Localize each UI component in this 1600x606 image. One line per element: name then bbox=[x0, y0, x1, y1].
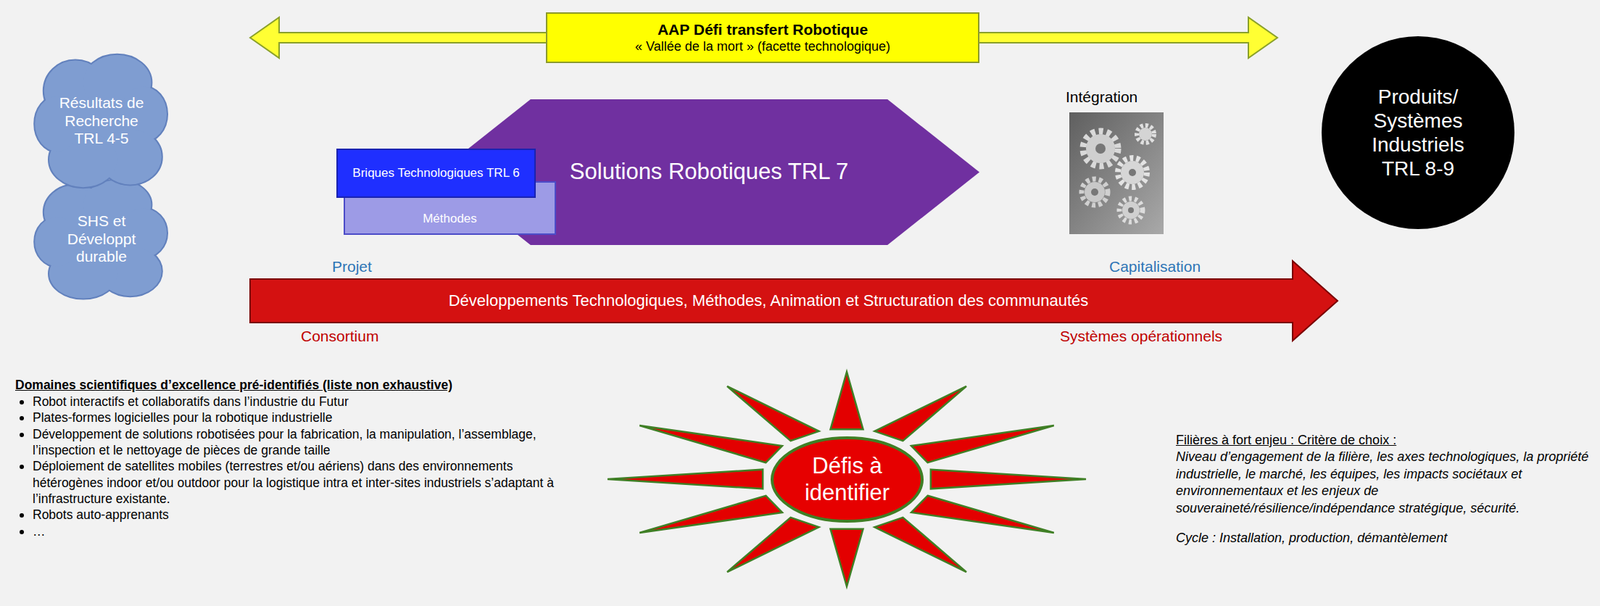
ellipse-shape bbox=[772, 437, 923, 522]
bullet-dot bbox=[19, 529, 24, 535]
node-text: Méthodes bbox=[422, 211, 478, 227]
label-text: Cycle : Installation, production, démant… bbox=[1175, 530, 1448, 546]
sun-ray bbox=[639, 425, 783, 463]
sun-ray bbox=[607, 469, 763, 490]
sun-ray bbox=[727, 386, 820, 441]
node-text: Défis à identifier bbox=[782, 453, 913, 507]
list-item: Robot interactifs et collaboratifs dans … bbox=[15, 393, 574, 410]
sun-ray bbox=[911, 495, 1055, 533]
label-text: Domaines scientifiques d’excellence pré-… bbox=[15, 377, 453, 393]
bullet-dot bbox=[19, 432, 24, 438]
stage-label: Capitalisation bbox=[1109, 258, 1201, 276]
node-text: AAP Défi transfert Robotique bbox=[657, 21, 868, 40]
node-text: Briques Technologiques TRL 6 bbox=[352, 166, 520, 181]
sun-ray bbox=[639, 495, 783, 533]
sun-ray bbox=[874, 517, 967, 572]
sun-rays bbox=[607, 371, 1086, 587]
sun-ray bbox=[830, 371, 863, 430]
list-item: … bbox=[15, 523, 574, 540]
sun-ray bbox=[874, 386, 967, 441]
challenges-ellipse: Défis à identifier bbox=[770, 436, 924, 523]
node-text: Résultats de Recherche TRL 4-5 bbox=[54, 94, 149, 148]
sun-ray bbox=[930, 469, 1086, 490]
label-text: … bbox=[32, 524, 46, 539]
products-circle-outline bbox=[1321, 36, 1515, 230]
list-item: Plates-formes logicielles pour la roboti… bbox=[15, 409, 574, 426]
label-text: Niveau d’engagement de la filière, les a… bbox=[1175, 449, 1589, 515]
node-text: Développements Technologiques, Méthodes,… bbox=[448, 291, 1089, 311]
double-arrow bbox=[250, 17, 1278, 58]
bullet-dot bbox=[19, 416, 24, 421]
label-text: Déploiement de satellites mobiles (terre… bbox=[32, 458, 554, 507]
tech-bricks-box: Briques Technologiques TRL 6 bbox=[336, 148, 536, 198]
list-item: Robots auto-apprenants bbox=[15, 506, 574, 523]
list-heading: Domaines scientifiques d’excellence pré-… bbox=[15, 376, 574, 394]
list-item: Développement de solutions robotisées po… bbox=[15, 426, 574, 459]
domain-list: Domaines scientifiques d’excellence pré-… bbox=[15, 376, 574, 540]
label-text: Développement de solutions robotisées po… bbox=[32, 427, 537, 458]
node-text: SHS et Développt durable bbox=[54, 212, 149, 267]
bullet-dot bbox=[19, 513, 24, 518]
node-text: « Vallée de la mort » (facette technolog… bbox=[635, 39, 891, 55]
label-text: Plates-formes logicielles pour la roboti… bbox=[32, 410, 333, 425]
research-cloud: Résultats de Recherche TRL 4-5 bbox=[36, 52, 167, 190]
label-text: Filières à fort enjeu : Critère de choix… bbox=[1175, 432, 1397, 448]
development-arrow: Développements Technologiques, Méthodes,… bbox=[250, 279, 1338, 323]
node-text: Produits/ Systèmes Industriels TRL 8-9 bbox=[1352, 84, 1484, 181]
bullet-dot bbox=[19, 464, 24, 470]
stage-label: Projet bbox=[332, 258, 372, 276]
shs-cloud: SHS et Développt durable bbox=[36, 177, 167, 301]
hexagon-shape bbox=[438, 99, 980, 246]
sun-ray bbox=[911, 425, 1055, 463]
integration-label: Intégration bbox=[1065, 88, 1138, 106]
sun-ray bbox=[727, 517, 820, 572]
cycle-text: Cycle : Installation, production, démant… bbox=[1175, 529, 1593, 547]
label-text: Robot interactifs et collaboratifs dans … bbox=[32, 394, 349, 409]
node-text: Solutions Robotiques TRL 7 bbox=[569, 158, 849, 186]
circle-shape bbox=[1321, 36, 1515, 230]
sector-criteria: Filières à fort enjeu : Critère de choix… bbox=[1175, 432, 1593, 547]
title-box: AAP Défi transfert Robotique« Vallée de … bbox=[545, 12, 980, 64]
stage-label: Consortium bbox=[300, 327, 379, 346]
label-text: Robots auto-apprenants bbox=[32, 507, 169, 522]
products-circle: Produits/ Systèmes Industriels TRL 8-9 bbox=[1321, 36, 1515, 230]
bullet-dot bbox=[19, 400, 24, 405]
stage-label: Systèmes opérationnels bbox=[1059, 327, 1223, 346]
sun-ray bbox=[830, 529, 863, 587]
criteria-heading: Filières à fort enjeu : Critère de choix… bbox=[1175, 432, 1593, 449]
list-item: Déploiement de satellites mobiles (terre… bbox=[15, 458, 574, 507]
gears-picture bbox=[1069, 112, 1164, 235]
criteria-text: Niveau d’engagement de la filière, les a… bbox=[1175, 448, 1593, 517]
